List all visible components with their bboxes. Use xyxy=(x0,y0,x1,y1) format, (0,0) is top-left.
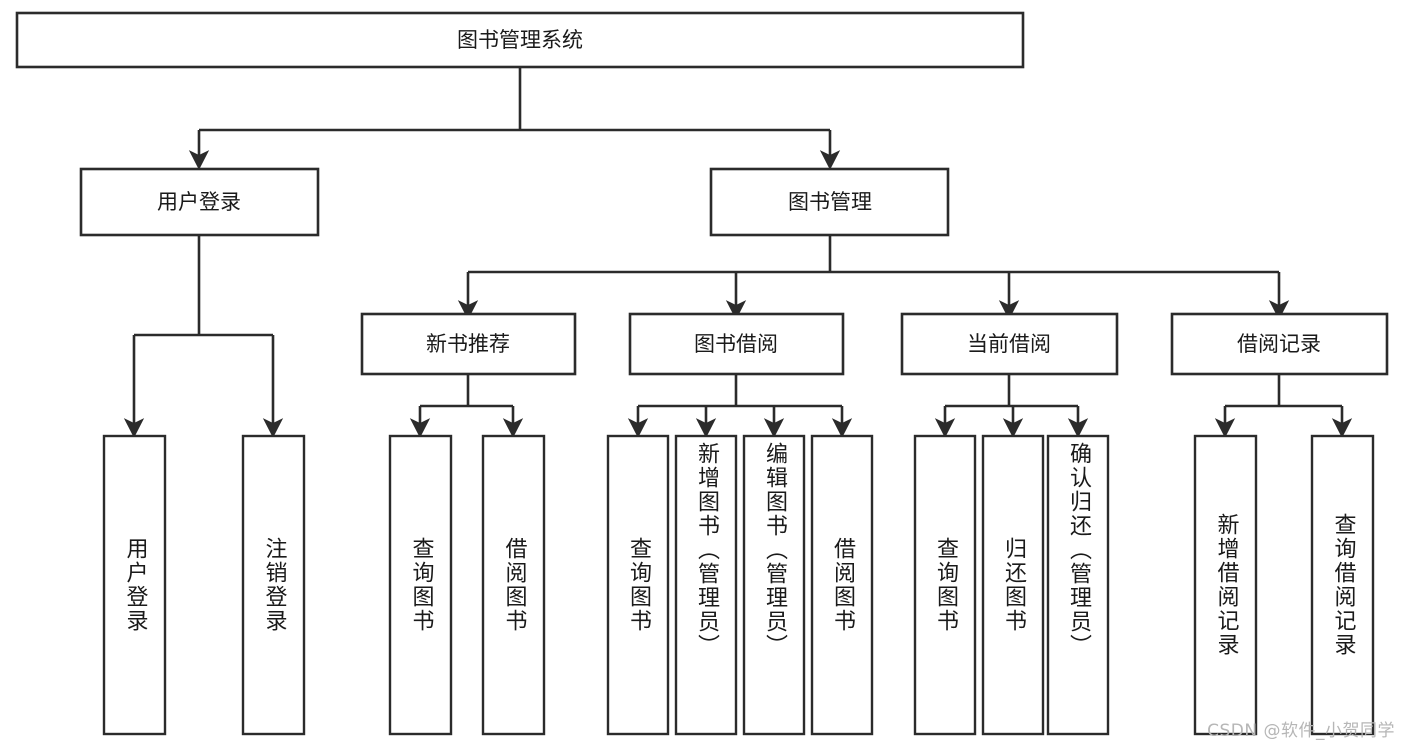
leaf-current-borrow-3[interactable] xyxy=(1046,434,1110,736)
node-borrow-records-label: 借阅记录 xyxy=(1237,332,1321,356)
leaf-user-login-2[interactable] xyxy=(241,434,306,736)
node-book-management[interactable] xyxy=(709,167,950,237)
leaf-borrow-records-2[interactable] xyxy=(1310,434,1375,736)
leaf-book-borrow-3[interactable] xyxy=(742,434,806,736)
node-root[interactable] xyxy=(15,11,1025,69)
leaf-current-borrow-2[interactable] xyxy=(981,434,1045,736)
leaf-user-login-1[interactable] xyxy=(102,434,167,736)
node-book-management-label: 图书管理 xyxy=(788,190,872,214)
leaf-current-borrow-1[interactable] xyxy=(913,434,977,736)
node-root-label: 图书管理系统 xyxy=(457,28,583,52)
leaf-new-books-1[interactable] xyxy=(388,434,453,736)
connector-group xyxy=(123,67,1353,438)
node-book-borrow-label: 图书借阅 xyxy=(694,332,778,356)
leaf-new-books-2[interactable] xyxy=(481,434,546,736)
node-user-login-label: 用户登录 xyxy=(157,190,241,214)
node-new-book-recommend[interactable] xyxy=(360,312,577,376)
node-borrow-records[interactable] xyxy=(1170,312,1389,376)
node-new-book-recommend-label: 新书推荐 xyxy=(426,332,510,356)
leaf-book-borrow-1[interactable] xyxy=(606,434,670,736)
leaf-book-borrow-4[interactable] xyxy=(810,434,874,736)
leaf-borrow-records-1[interactable] xyxy=(1193,434,1258,736)
csdn-watermark: CSDN @软件_小贺同学 xyxy=(1207,721,1395,741)
node-current-borrow[interactable] xyxy=(900,312,1119,376)
node-book-borrow[interactable] xyxy=(628,312,845,376)
node-current-borrow-label: 当前借阅 xyxy=(967,332,1051,356)
node-user-login[interactable] xyxy=(79,167,320,237)
node-group: 图书管理系统 用户登录 图书管理 新书推荐 图书借阅 当前借阅 借阅记录 xyxy=(15,11,1389,736)
leaf-book-borrow-2[interactable] xyxy=(674,434,738,736)
